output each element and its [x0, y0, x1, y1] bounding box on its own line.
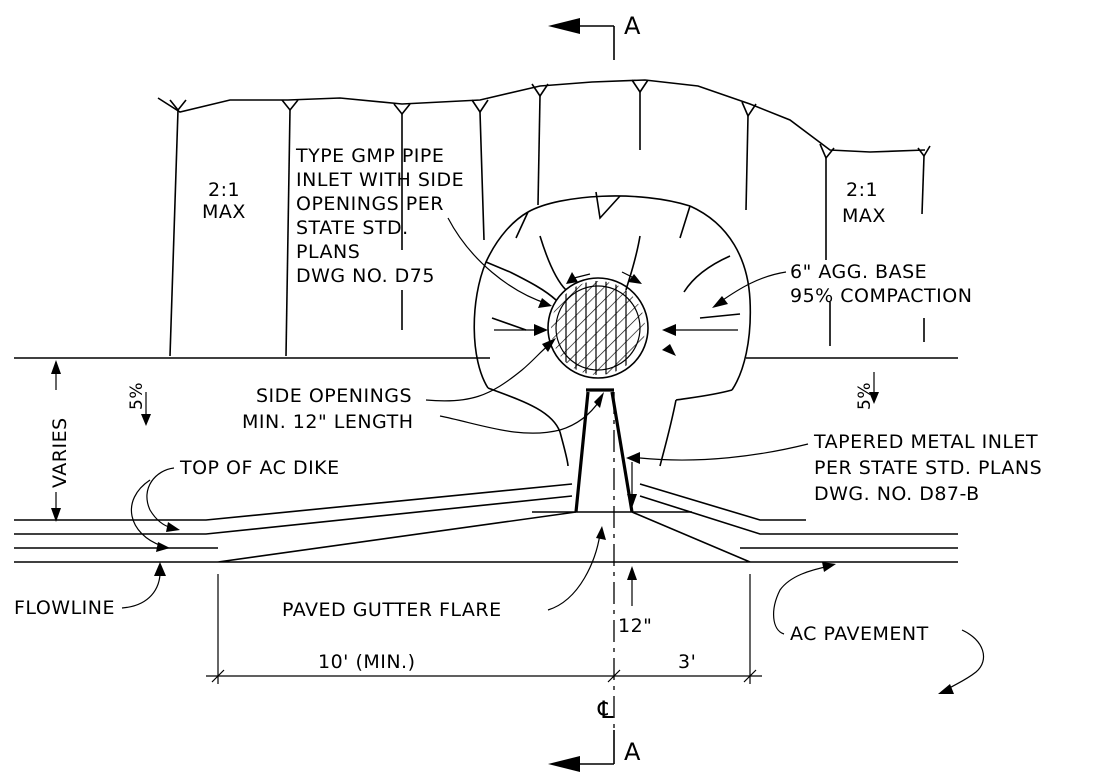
flowline-label: FLOWLINE	[14, 597, 115, 619]
svg-text:PLANS: PLANS	[296, 241, 360, 263]
svg-text:5%: 5%	[855, 382, 875, 410]
gutter-flare-label: PAVED GUTTER FLARE	[282, 599, 502, 621]
side-openings-leader-2	[439, 399, 601, 434]
slope-lower-ticks	[401, 290, 925, 346]
centerline-symbol: ℄	[597, 696, 614, 724]
varies-label: VARIES	[49, 417, 71, 488]
tapered-inlet-line2: PER STATE STD. PLANS	[814, 457, 1042, 479]
road-lines	[14, 483, 958, 563]
tapered-metal-inlet	[574, 388, 634, 513]
side-openings-leader-1	[425, 343, 551, 402]
top-of-dike-label: TOP OF AC DIKE	[179, 457, 340, 479]
dim-right-label: 3'	[678, 651, 696, 673]
paved-gutter-flare	[217, 511, 751, 563]
bottom-dimension: 10' (MIN.) 3'	[206, 574, 762, 684]
slope-left-max: MAX	[202, 201, 246, 223]
gutter-flare-leader	[547, 533, 601, 611]
pipe-inlet-note: TYPE GMP PIPE INLET WITH SIDE OPENINGS P…	[295, 145, 464, 287]
svg-text:DWG NO. D75: DWG NO. D75	[296, 265, 435, 287]
side-openings-line1: SIDE OPENINGS	[256, 385, 412, 407]
side-openings-line2: MIN. 12" LENGTH	[242, 411, 414, 433]
compaction-arrows	[494, 271, 738, 356]
section-marker-bottom: A	[548, 730, 641, 772]
svg-text:5%: 5%	[127, 382, 147, 410]
depth-dimension: 12"	[618, 462, 652, 637]
pipe-inlet	[547, 277, 649, 379]
tapered-inlet-line3: DWG. NO. D87-B	[814, 483, 980, 505]
svg-text:TYPE GMP PIPE: TYPE GMP PIPE	[295, 145, 444, 167]
slope-right-max: MAX	[842, 205, 886, 227]
tapered-inlet-line1: TAPERED METAL INLET	[813, 431, 1038, 453]
slope-right-ratio: 2:1	[846, 179, 878, 201]
ac-pavement-leader-2	[945, 629, 985, 691]
grade-left: 5%	[127, 382, 151, 426]
flowline-leader	[121, 565, 161, 609]
svg-text:STATE STD.: STATE STD.	[296, 217, 409, 239]
agg-base-leader	[719, 271, 787, 303]
dike-leader-1	[146, 467, 175, 529]
section-marker-top: A	[548, 12, 641, 60]
dike-leader-2	[130, 479, 163, 547]
section-label-bottom: A	[624, 738, 641, 766]
agg-base-line2: 95% COMPACTION	[790, 285, 972, 307]
ac-pavement-leader-1	[773, 565, 831, 635]
ac-pavement-label: AC PAVEMENT	[790, 623, 929, 645]
slope-left-ratio: 2:1	[208, 179, 240, 201]
slope-ticks	[169, 79, 931, 357]
svg-text:INLET WITH SIDE: INLET WITH SIDE	[296, 169, 464, 191]
tapered-inlet-leader	[639, 443, 809, 461]
dim-left-label: 10' (MIN.)	[318, 651, 416, 673]
varies-dimension: VARIES	[49, 360, 71, 522]
agg-base-line1: 6" AGG. BASE	[790, 261, 927, 283]
depth-label: 12"	[618, 615, 652, 637]
grade-right: 5%	[855, 372, 879, 410]
section-label-top: A	[624, 12, 641, 40]
svg-text:OPENINGS PER: OPENINGS PER	[296, 193, 444, 215]
pipe-inlet-leader	[447, 217, 549, 305]
aggregate-base	[473, 191, 752, 467]
slope-top-edge	[157, 79, 926, 153]
